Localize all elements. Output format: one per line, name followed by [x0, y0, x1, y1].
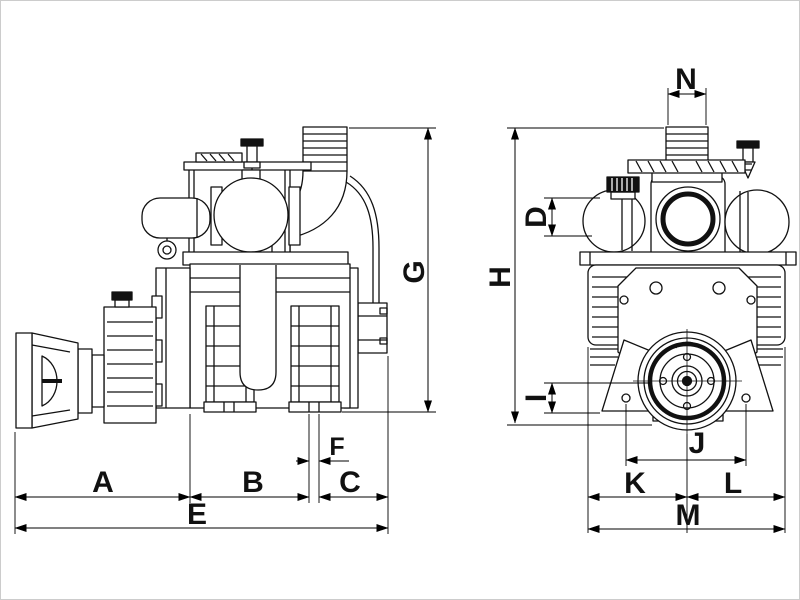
dim-label-b: B	[242, 466, 264, 499]
dim-label-k: K	[624, 467, 646, 500]
dim-label-e: E	[187, 498, 207, 531]
dim-label-a: A	[92, 466, 114, 499]
front-view-drawing	[579, 126, 797, 434]
dim-label-m: M	[676, 499, 701, 532]
dim-label-i: I	[520, 394, 553, 402]
dim-label-n: N	[675, 63, 697, 96]
dim-label-g: G	[398, 260, 431, 283]
dim-label-d: D	[520, 206, 553, 228]
dim-label-f: F	[329, 433, 344, 461]
dim-label-c: C	[339, 466, 361, 499]
dimension-lines	[14, 90, 786, 533]
dimension-labels: A B C E F G H D I J K L M N	[92, 63, 742, 532]
dim-label-h: H	[484, 266, 517, 288]
dim-label-l: L	[724, 467, 742, 500]
dim-label-j: J	[689, 427, 706, 460]
side-view-drawing	[15, 126, 388, 429]
